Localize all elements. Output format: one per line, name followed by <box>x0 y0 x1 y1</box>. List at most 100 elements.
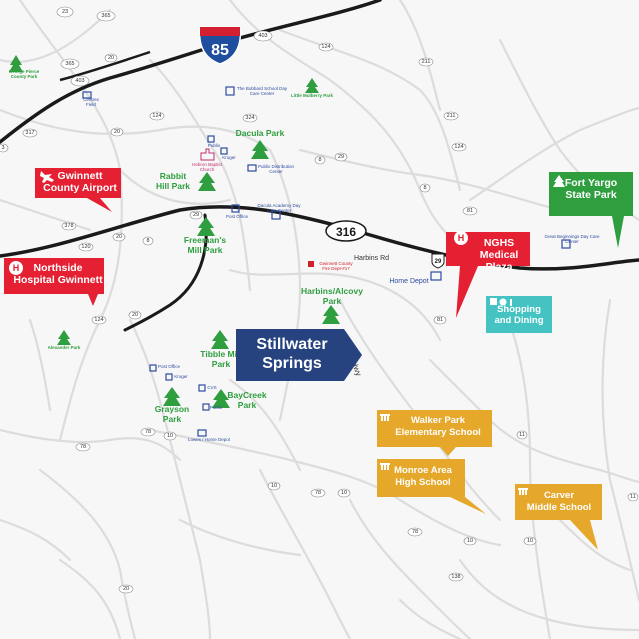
tree-icon <box>251 140 269 159</box>
church-icon <box>200 148 215 161</box>
shopping-bag-icon <box>198 384 206 392</box>
road-shield: 3 <box>1 145 5 151</box>
road-shield: 29 <box>192 212 200 218</box>
svg-text:H: H <box>13 263 20 273</box>
road-shield: 211 <box>446 113 456 119</box>
road-shield: 81 <box>436 317 444 323</box>
building-icon <box>225 86 235 96</box>
shopping-dining-icon <box>490 298 512 306</box>
label-lowes-home-depot: Lowes / Home Depot <box>187 437 231 442</box>
fire-station-icon <box>308 261 314 267</box>
tree-icon <box>163 387 181 406</box>
tree-icon <box>212 389 230 408</box>
road-shield: 78 <box>411 529 419 535</box>
tree-icon <box>197 217 215 236</box>
monroe-area-flag <box>377 459 486 514</box>
main-badge-shape <box>236 329 362 381</box>
road-shield: 20 <box>131 312 139 318</box>
road-shield: 378 <box>64 223 74 229</box>
building-icon <box>149 364 157 372</box>
label-publix-distribution: Publix Distribution Center <box>258 164 295 174</box>
hospital-icon: H <box>454 231 468 245</box>
road-shield: 78 <box>144 429 152 435</box>
school-building-icon <box>518 488 528 495</box>
road-shield: 324 <box>245 115 255 121</box>
road-shield: 20 <box>107 55 115 61</box>
walker-park-flag <box>377 410 492 456</box>
label-post-office: Post Office <box>226 214 248 219</box>
road-shield: 20 <box>115 234 123 240</box>
building-icon <box>247 164 257 172</box>
road-shield: 78 <box>79 444 87 450</box>
us-29-number: 29 <box>435 259 442 265</box>
road-shield: 10 <box>466 538 474 544</box>
shopping-bag-icon <box>202 403 210 411</box>
label-publix: Publix <box>207 143 221 148</box>
road-shield: 11 <box>519 432 525 438</box>
fort-yargo-flag <box>549 172 633 248</box>
label-bobbard-school: The Bobbard School Day Care Center <box>236 86 288 96</box>
park-label-dacula: Dacula Park <box>235 128 285 138</box>
park-label-harbins-alcovy: Harbins/Alcovy Park <box>301 286 363 306</box>
building-icon <box>197 429 207 437</box>
road-shield: 124 <box>321 44 331 50</box>
tree-icon <box>305 78 319 93</box>
park-label-george-pierce: George Pierce County Park <box>8 69 40 79</box>
label-centrex-field: Centrex Field <box>83 97 99 107</box>
tree-icon <box>211 330 229 349</box>
park-label-tibble-mill: Tibble Mill Park <box>200 349 242 369</box>
building-icon <box>231 204 240 213</box>
road-shield: 120 <box>81 244 91 250</box>
road-shield: 20 <box>122 586 130 592</box>
label-home-depot: Home Depot <box>389 278 429 285</box>
airplane-icon <box>40 171 54 183</box>
park-label-freemans-mill: Freeman's Mill Park <box>183 235 227 255</box>
road-shield: 8 <box>423 185 427 191</box>
interstate-number: 85 <box>211 42 229 59</box>
building-icon <box>430 271 442 281</box>
park-label-grayson: Grayson Park <box>154 404 190 424</box>
road-shield: 317 <box>25 130 35 136</box>
school-building-icon <box>380 414 390 421</box>
road-shield: 10 <box>166 433 174 439</box>
shopping-bag-icon <box>220 147 228 155</box>
hospital-icon: H <box>9 261 23 275</box>
park-label-little-mulberry: Little Mulberry Park <box>290 93 333 98</box>
road-shield: 81 <box>466 208 474 214</box>
label-kroger-2: Kroger <box>174 374 188 379</box>
building-icon <box>271 210 281 220</box>
label-kroger: Kroger <box>222 155 236 160</box>
park-label-rabbit-hill: Rabbit Hill Park <box>155 171 191 191</box>
northside-hospital-flag <box>4 258 104 306</box>
shopping-bag-icon <box>207 135 215 143</box>
road-shield: 23 <box>61 9 69 15</box>
label-hebron-church: Hebron Baptist Church <box>192 162 222 172</box>
label-publix-2: Publix <box>209 405 223 410</box>
road-shield: 29 <box>337 154 345 160</box>
road-shield: 8 <box>318 157 322 163</box>
road-shield: 124 <box>454 144 464 150</box>
tree-icon <box>9 55 23 72</box>
building-icon <box>561 239 571 249</box>
shopping-bag-icon <box>165 373 173 381</box>
road-shield: 365 <box>65 61 75 67</box>
tree-icon <box>198 172 216 191</box>
road-shield: 10 <box>270 483 278 489</box>
road-shield: 403 <box>258 33 268 39</box>
svg-text:H: H <box>458 233 465 243</box>
road-shield: 403 <box>75 78 85 84</box>
label-cvs: CVS <box>207 385 217 390</box>
road-shield: 124 <box>94 317 104 323</box>
